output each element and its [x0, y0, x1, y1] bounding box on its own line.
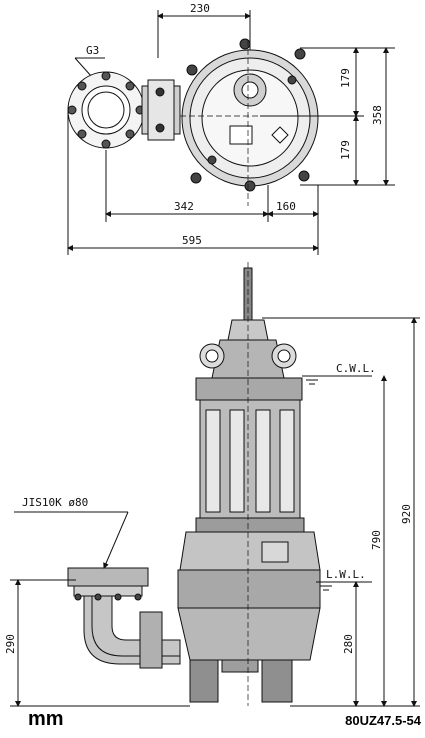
dim-280: 280 — [342, 634, 355, 654]
dim-358: 358 — [371, 105, 384, 125]
dim-290-left: 290 — [4, 634, 17, 654]
unit-label: mm — [28, 708, 64, 730]
model-number: 80UZ47.5-54 — [345, 713, 421, 728]
lwl-label: L.W.L. — [326, 568, 366, 581]
dim-790: 790 — [370, 530, 383, 550]
dim-179-top: 179 — [339, 68, 352, 88]
dim-230: 230 — [190, 2, 210, 15]
top-view — [67, 10, 395, 255]
dim-920: 920 — [400, 504, 413, 524]
discharge-flange-top — [67, 71, 145, 149]
pump-body-top — [181, 38, 319, 192]
side-view — [10, 262, 420, 707]
dim-160: 160 — [276, 200, 296, 213]
dim-179-bottom: 179 — [339, 140, 352, 160]
dim-342: 342 — [174, 200, 194, 213]
cwl-label: C.W.L. — [336, 362, 376, 375]
dim-595: 595 — [182, 234, 202, 247]
dim-g3: G3 — [86, 44, 99, 57]
jis-flange-label: JIS10K ø80 — [22, 496, 88, 509]
